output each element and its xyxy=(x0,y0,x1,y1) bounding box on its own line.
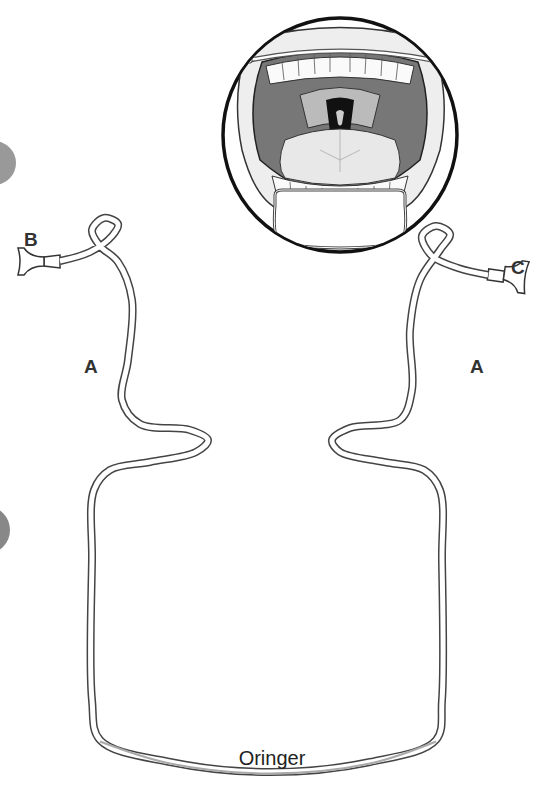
wire-shading xyxy=(100,742,436,774)
part-label: A xyxy=(84,357,98,376)
part-label: B xyxy=(24,230,38,249)
plug-c xyxy=(487,259,529,294)
wire-core xyxy=(60,218,488,772)
mouth-inset xyxy=(223,18,457,252)
edge-blob xyxy=(0,506,10,554)
plug-b xyxy=(18,248,60,275)
wire-outline xyxy=(60,218,488,772)
part-label: A xyxy=(470,357,484,376)
caption: Oringer xyxy=(239,748,306,768)
edge-blob xyxy=(0,141,16,185)
part-label: C xyxy=(511,258,525,277)
